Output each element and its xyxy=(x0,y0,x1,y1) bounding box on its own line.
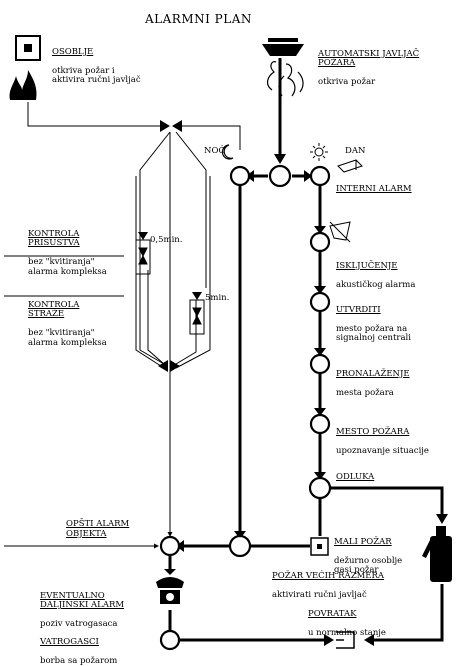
automatski-block: AUTOMATSKI JAVLJAČ POŽARA otkriva požar xyxy=(318,40,419,88)
mesto-pozara-heading: MESTO POŽARA xyxy=(336,427,409,437)
odluka-label: ODLUKA xyxy=(336,473,374,483)
node-general-alarm xyxy=(161,537,179,555)
node-pronalazenje xyxy=(311,355,329,373)
node-left-merge xyxy=(230,536,250,556)
iskljucenje-block: ISKLJUČENJE akustičkog alarma xyxy=(336,252,415,290)
interni-alarm-label: INTERNI ALARM xyxy=(336,185,412,195)
node-center xyxy=(270,166,290,186)
kontrola-prisustva-block: KONTROLA PRISUSTVA bez "kvitiranja" alar… xyxy=(28,220,107,277)
node-iskljucenje xyxy=(311,233,329,251)
diagram-title: ALARMNI PLAN xyxy=(145,12,252,26)
iskljucenje-text: akustičkog alarma xyxy=(336,280,415,290)
noc-label: NOĆ xyxy=(204,147,225,157)
kontrola-straze-text: bez "kvitiranja" alarma kompleksa xyxy=(28,328,107,348)
povratak-text: u normalno stanje xyxy=(308,628,386,638)
sun-icon xyxy=(310,143,328,161)
node-firefighters xyxy=(161,631,179,649)
manual-call-point-small-icon xyxy=(311,538,328,555)
node-mesto-pozara xyxy=(311,415,329,433)
vatrogasci-heading: VATROGASCI xyxy=(40,637,99,647)
timer-box-presence xyxy=(136,240,150,274)
fire-extinguisher-icon xyxy=(422,526,452,582)
kontrola-straze-time: 5min. xyxy=(205,294,229,304)
vatrogasci-text: borba sa požarom xyxy=(40,656,117,666)
node-night xyxy=(231,167,249,185)
iskljucenje-heading: ISKLJUČENJE xyxy=(336,261,398,271)
alarm-off-icon xyxy=(330,222,350,242)
mesto-pozara-block: MESTO POŽARA upoznavanje situacije xyxy=(336,418,429,456)
timer-box-guard xyxy=(190,300,204,334)
smoke-detector-icon xyxy=(262,38,304,56)
utvrditi-text: mesto požara na signalnoj centrali xyxy=(336,324,411,344)
kontrola-prisustva-time: 0,5min. xyxy=(150,236,182,246)
signal-icon xyxy=(338,160,362,172)
povratak-heading: POVRATAK xyxy=(308,609,356,619)
kontrola-straze-block: KONTROLA STRAŽE bez "kvitiranja" alarma … xyxy=(28,291,107,348)
eventualno-heading: EVENTUALNO DALJINSKI ALARM xyxy=(40,591,124,611)
node-utvrditi xyxy=(311,293,329,311)
node-odluka xyxy=(310,478,330,498)
pozar-veceg-heading: POŽAR VEĆIH RAZMERA xyxy=(272,571,384,581)
smoke-icon xyxy=(268,62,304,96)
pronalazenje-heading: PRONALAŽENJE xyxy=(336,369,410,379)
utvrditi-heading: UTVRDITI xyxy=(336,305,381,315)
node-day xyxy=(311,167,329,185)
eventualno-block: EVENTUALNO DALJINSKI ALARM poziv vatroga… xyxy=(40,582,124,630)
fire-icon xyxy=(10,70,37,100)
mesto-pozara-text: upoznavanje situacije xyxy=(336,446,429,456)
osoblje-block: OSOBLJE otkriva požar i aktivira ručni j… xyxy=(52,38,141,86)
opsti-alarm-label: OPŠTI ALARM OBJEKTA xyxy=(66,520,129,539)
manual-call-point-icon xyxy=(16,36,40,60)
telephone-icon xyxy=(156,577,184,604)
mali-pozar-heading: MALI POŽAR xyxy=(334,537,392,547)
kontrola-straze-heading: KONTROLA STRAŽE xyxy=(28,300,79,320)
pronalazenje-text: mesta požara xyxy=(336,388,394,398)
kontrola-prisustva-heading: KONTROLA PRISUSTVA xyxy=(28,229,80,249)
utvrditi-block: UTVRDITI mesto požara na signalnoj centr… xyxy=(336,296,411,344)
pozar-veceg-block: POŽAR VEĆIH RAZMERA aktivirati ručni jav… xyxy=(272,562,384,600)
dan-label: DAN xyxy=(345,147,365,157)
povratak-block: POVRATAK u normalno stanje xyxy=(308,600,386,638)
automatski-text: otkriva požar xyxy=(318,77,375,87)
automatski-heading: AUTOMATSKI JAVLJAČ POŽARA xyxy=(318,49,419,69)
osoblje-text: otkriva požar i aktivira ručni javljač xyxy=(52,66,141,86)
osoblje-heading: OSOBLJE xyxy=(52,47,93,57)
vatrogasci-block: VATROGASCI borba sa požarom xyxy=(40,628,117,666)
kontrola-prisustva-text: bez "kvitiranja" alarma kompleksa xyxy=(28,257,107,277)
pronalazenje-block: PRONALAŽENJE mesta požara xyxy=(336,360,410,398)
pozar-veceg-text: aktivirati ručni javljač xyxy=(272,590,367,600)
